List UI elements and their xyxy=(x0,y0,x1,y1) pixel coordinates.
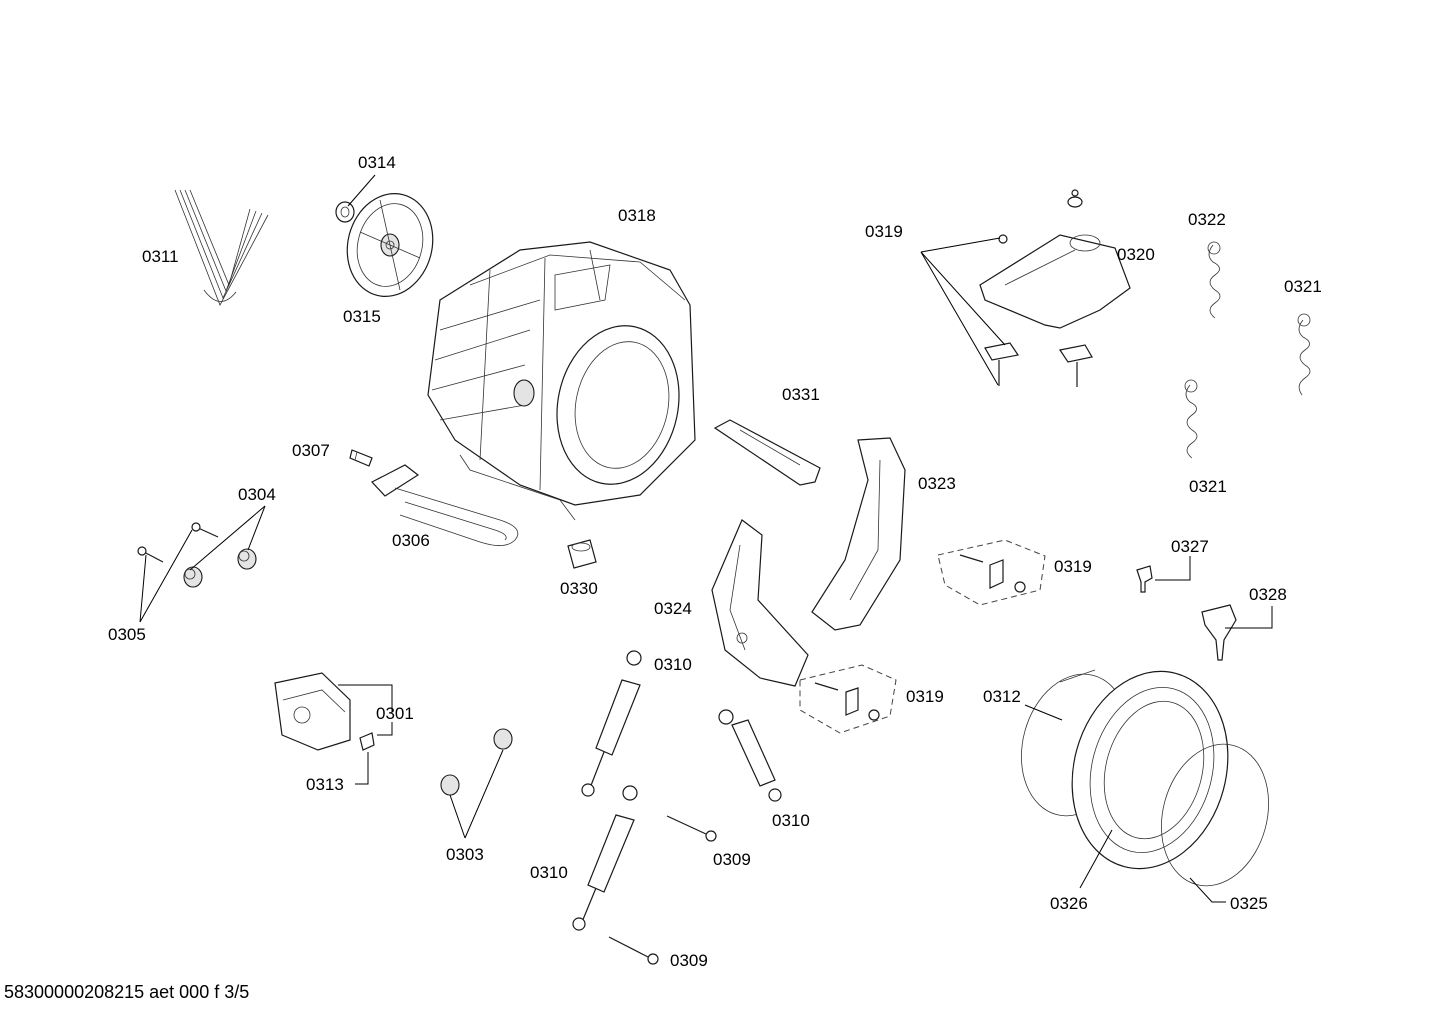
part-top-nut xyxy=(1067,189,1083,208)
part-pulley-nut xyxy=(335,201,355,223)
part-0319-plate-right xyxy=(1059,344,1093,387)
label-0303: 0303 xyxy=(446,845,484,864)
part-counterweight-bracket-right xyxy=(811,437,906,631)
label-0305: 0305 xyxy=(108,625,146,644)
part-0319-screw-top xyxy=(998,234,1008,244)
label-0318: 0318 xyxy=(618,206,656,225)
label-0324: 0324 xyxy=(654,599,692,618)
part-0328-lock xyxy=(1201,604,1237,661)
label-0306: 0306 xyxy=(392,531,430,550)
label-0327: 0327 xyxy=(1171,537,1209,556)
part-spring-0322 xyxy=(1207,241,1221,319)
part-drum-lifter xyxy=(713,419,821,486)
part-shock-absorber-lower xyxy=(572,785,638,931)
part-drive-belt xyxy=(174,189,269,306)
part-foot-right xyxy=(237,548,257,570)
label-0310-upper: 0310 xyxy=(654,655,692,674)
part-spring-0321-top xyxy=(1297,313,1311,396)
document-id-footer: 58300000208215 aet 000 f 3/5 xyxy=(4,982,249,1002)
part-0327-sensor xyxy=(1136,565,1153,593)
part-drain-pump xyxy=(274,672,351,751)
part-0319-group-right xyxy=(937,539,1046,606)
part-shock-absorber-right xyxy=(718,709,782,802)
label-0323: 0323 xyxy=(918,474,956,493)
part-shock-absorber-upper xyxy=(581,650,642,797)
part-screw-lower xyxy=(137,546,164,563)
part-foot-left xyxy=(183,566,203,588)
part-counterweight-bracket-left xyxy=(711,519,809,687)
part-pump-clip xyxy=(359,732,375,751)
label-0319-right: 0319 xyxy=(1054,557,1092,576)
callout-labels: 0314 0318 0311 0315 0307 0304 0306 0330 … xyxy=(108,153,1322,970)
label-0322: 0322 xyxy=(1188,210,1226,229)
label-0321-top: 0321 xyxy=(1284,277,1322,296)
part-0303-upper xyxy=(493,728,513,750)
label-0328: 0328 xyxy=(1249,585,1287,604)
part-screw-upper xyxy=(191,522,219,538)
label-0309-upper: 0309 xyxy=(713,850,751,869)
part-heating-element xyxy=(371,464,519,546)
label-0315: 0315 xyxy=(343,307,381,326)
part-door-gasket xyxy=(1071,670,1229,870)
label-0314: 0314 xyxy=(358,153,396,172)
label-0310-lower: 0310 xyxy=(530,863,568,882)
label-0319-lower: 0319 xyxy=(906,687,944,706)
label-0311: 0311 xyxy=(142,247,179,266)
part-0303-lower xyxy=(440,774,460,796)
label-0330: 0330 xyxy=(560,579,598,598)
part-pin-upper xyxy=(666,815,717,842)
label-0312: 0312 xyxy=(983,687,1021,706)
label-0301: 0301 xyxy=(376,704,414,723)
label-0310-right: 0310 xyxy=(772,811,810,830)
part-top-bracket xyxy=(979,234,1131,329)
label-0307: 0307 xyxy=(292,441,330,460)
label-0326: 0326 xyxy=(1050,894,1088,913)
part-spring-0321-bottom xyxy=(1184,379,1198,459)
label-0304: 0304 xyxy=(238,485,276,504)
part-0330-clip xyxy=(567,539,597,569)
label-0309-lower: 0309 xyxy=(670,951,708,970)
label-0331: 0331 xyxy=(782,385,820,404)
label-0321-bottom: 0321 xyxy=(1189,477,1227,496)
label-0313: 0313 xyxy=(306,775,344,794)
part-ntc-sensor xyxy=(349,449,373,467)
part-0319-group-lower xyxy=(799,664,897,734)
leader-lines xyxy=(139,174,1273,903)
part-0319-plate-left xyxy=(984,342,1020,386)
part-pin-lower xyxy=(608,936,659,965)
label-0319-top: 0319 xyxy=(865,222,903,241)
label-0325: 0325 xyxy=(1230,894,1268,913)
part-pulley xyxy=(346,193,434,297)
label-0320: 0320 xyxy=(1117,245,1155,264)
part-tub xyxy=(427,241,696,521)
